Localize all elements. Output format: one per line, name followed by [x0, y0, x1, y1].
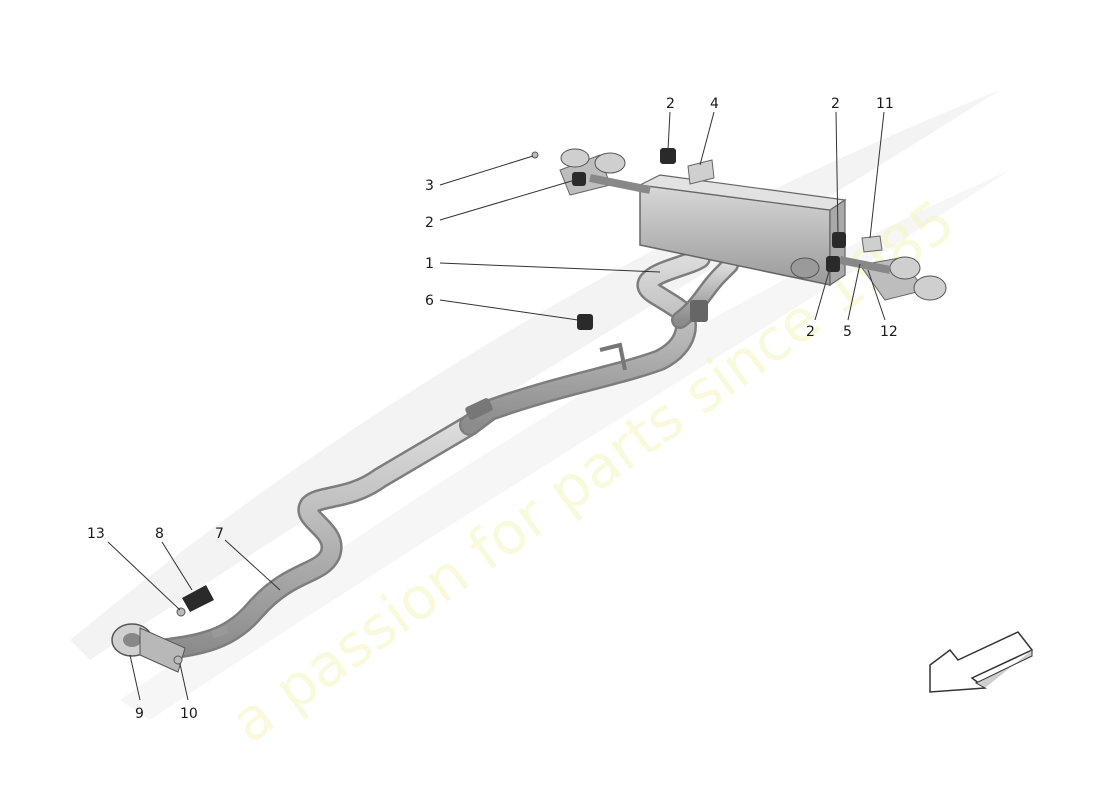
bracket-part-11 [861, 235, 883, 253]
callout-labels: 1 2 2 2 2 3 4 5 6 7 8 9 10 11 12 13 [87, 96, 898, 722]
small-parts [173, 148, 883, 665]
callout-1: 1 [425, 256, 434, 272]
callout-2-top-right: 2 [831, 96, 840, 112]
callout-13: 13 [87, 526, 105, 542]
leader-lines [107, 111, 886, 701]
callout-4: 4 [710, 96, 719, 112]
callout-2-top: 2 [666, 96, 675, 112]
mid-pipe [459, 247, 739, 436]
rubber-mount-6 [577, 314, 593, 330]
callout-8: 8 [155, 526, 164, 542]
callout-2-bottom-right: 2 [806, 324, 815, 340]
bolt-part-3 [531, 151, 539, 159]
rubber-mount-2-bottom-right [826, 256, 840, 272]
callout-5: 5 [843, 324, 852, 340]
callout-12: 12 [880, 324, 898, 340]
direction-arrow-icon [929, 631, 1034, 693]
callout-6: 6 [425, 293, 434, 309]
callout-2-left: 2 [425, 215, 434, 231]
bolt-part-13 [176, 607, 186, 617]
callout-7: 7 [215, 526, 224, 542]
callout-3: 3 [425, 178, 434, 194]
rear-muffler-part-1 [559, 148, 947, 301]
nut-part-10 [173, 655, 183, 665]
callout-10: 10 [180, 706, 198, 722]
sensor-part-8 [182, 585, 214, 612]
rubber-mount-2-top-left [660, 148, 676, 164]
bracket-part-4 [687, 159, 715, 185]
callout-9: 9 [135, 706, 144, 722]
callout-11: 11 [876, 96, 894, 112]
rubber-mount-2-left [572, 172, 586, 186]
rubber-mount-2-top-right [832, 232, 846, 248]
